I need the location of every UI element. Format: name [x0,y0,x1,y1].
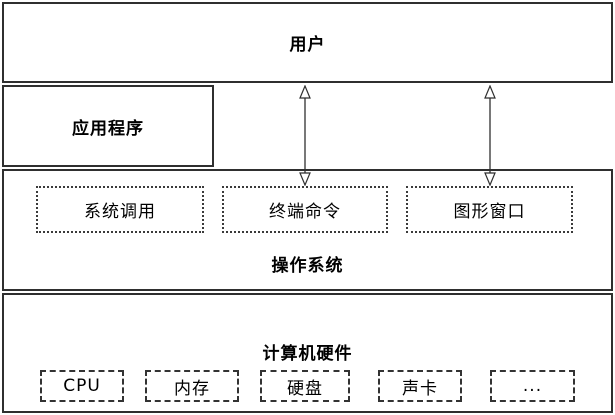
soundcard-component-label: 声卡 [402,378,438,399]
hardware-layer-box: 计算机硬件 CPU 内存 硬盘 声卡 ... [2,293,613,413]
cpu-component-label: CPU [63,376,101,396]
ellipsis-component-box: ... [490,370,575,402]
hardware-layer-label: 计算机硬件 [262,344,353,364]
cpu-component-box: CPU [40,370,124,402]
memory-component-box: 内存 [145,370,239,402]
terminal-interface-box: 终端命令 [222,186,388,233]
terminal-interface-label: 终端命令 [269,202,341,222]
syscall-interface-box: 系统调用 [36,186,204,233]
gui-interface-label: 图形窗口 [453,202,526,222]
user-terminal-bidirectional-arrow-icon [299,85,311,186]
os-layer-box: 系统调用 终端命令 图形窗口 操作系统 [2,169,613,291]
gui-interface-box: 图形窗口 [406,186,573,233]
disk-component-box: 硬盘 [260,370,350,402]
ellipsis-component-label: ... [522,376,543,396]
application-layer-box: 应用程序 [2,85,214,167]
os-layer-label: 操作系统 [271,256,344,276]
disk-component-label: 硬盘 [287,378,323,399]
user-layer-label: 用户 [289,35,326,55]
soundcard-component-box: 声卡 [378,370,462,402]
syscall-interface-label: 系统调用 [84,202,156,222]
user-layer-box: 用户 [2,2,613,83]
application-layer-label: 应用程序 [72,118,144,139]
memory-component-label: 内存 [174,378,210,399]
user-gui-bidirectional-arrow-icon [484,85,496,186]
